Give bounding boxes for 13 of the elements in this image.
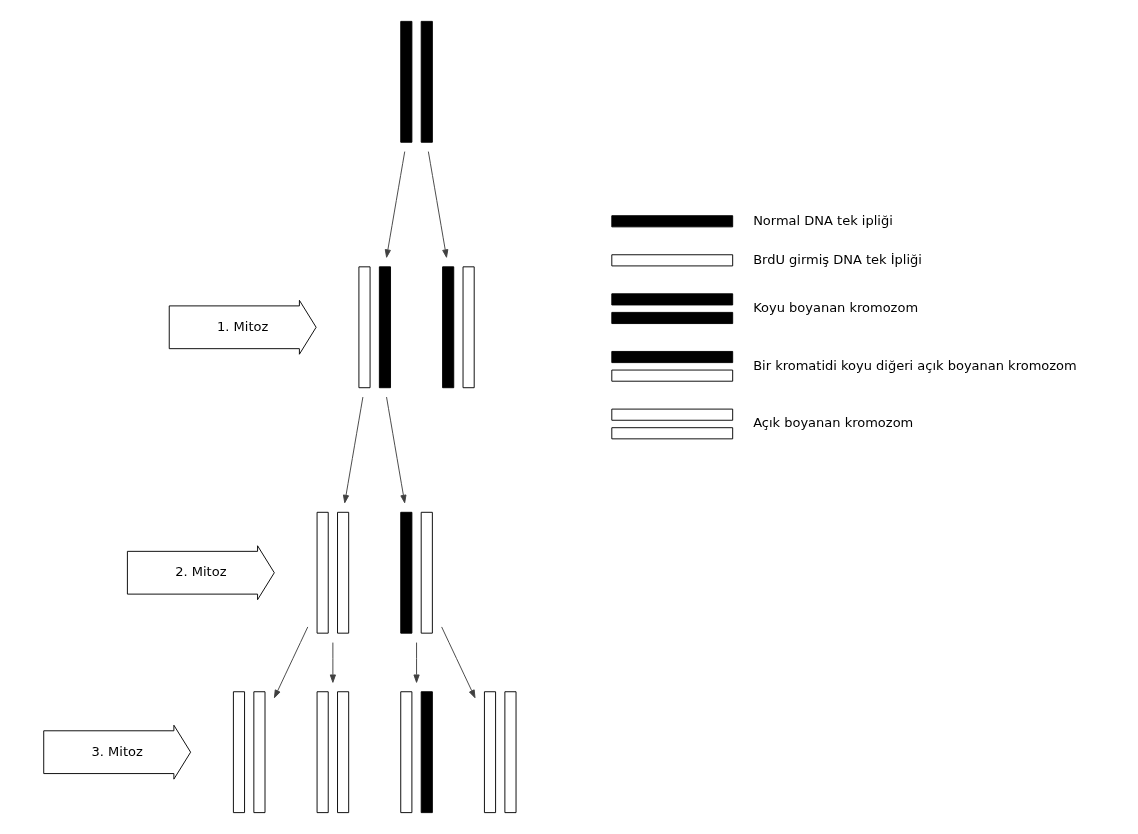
legend-label: Koyu boyanan kromozom [752,300,918,316]
arrow [342,396,363,504]
arrow [384,151,405,258]
arrow [413,642,420,683]
legend-label: Açık boyanan kromozom [752,415,913,431]
legend-label: Bir kromatidi koyu diğeri açık boyanan kromozom [752,357,1077,373]
arrow [385,396,406,504]
arrow [440,626,475,699]
arrow [427,151,448,258]
arrow [273,626,308,699]
legend-label: BrdU girmiş DNA tek İpliği [752,251,922,267]
arrow [329,642,336,683]
legend-label: Normal DNA tek ipliği [752,212,893,228]
